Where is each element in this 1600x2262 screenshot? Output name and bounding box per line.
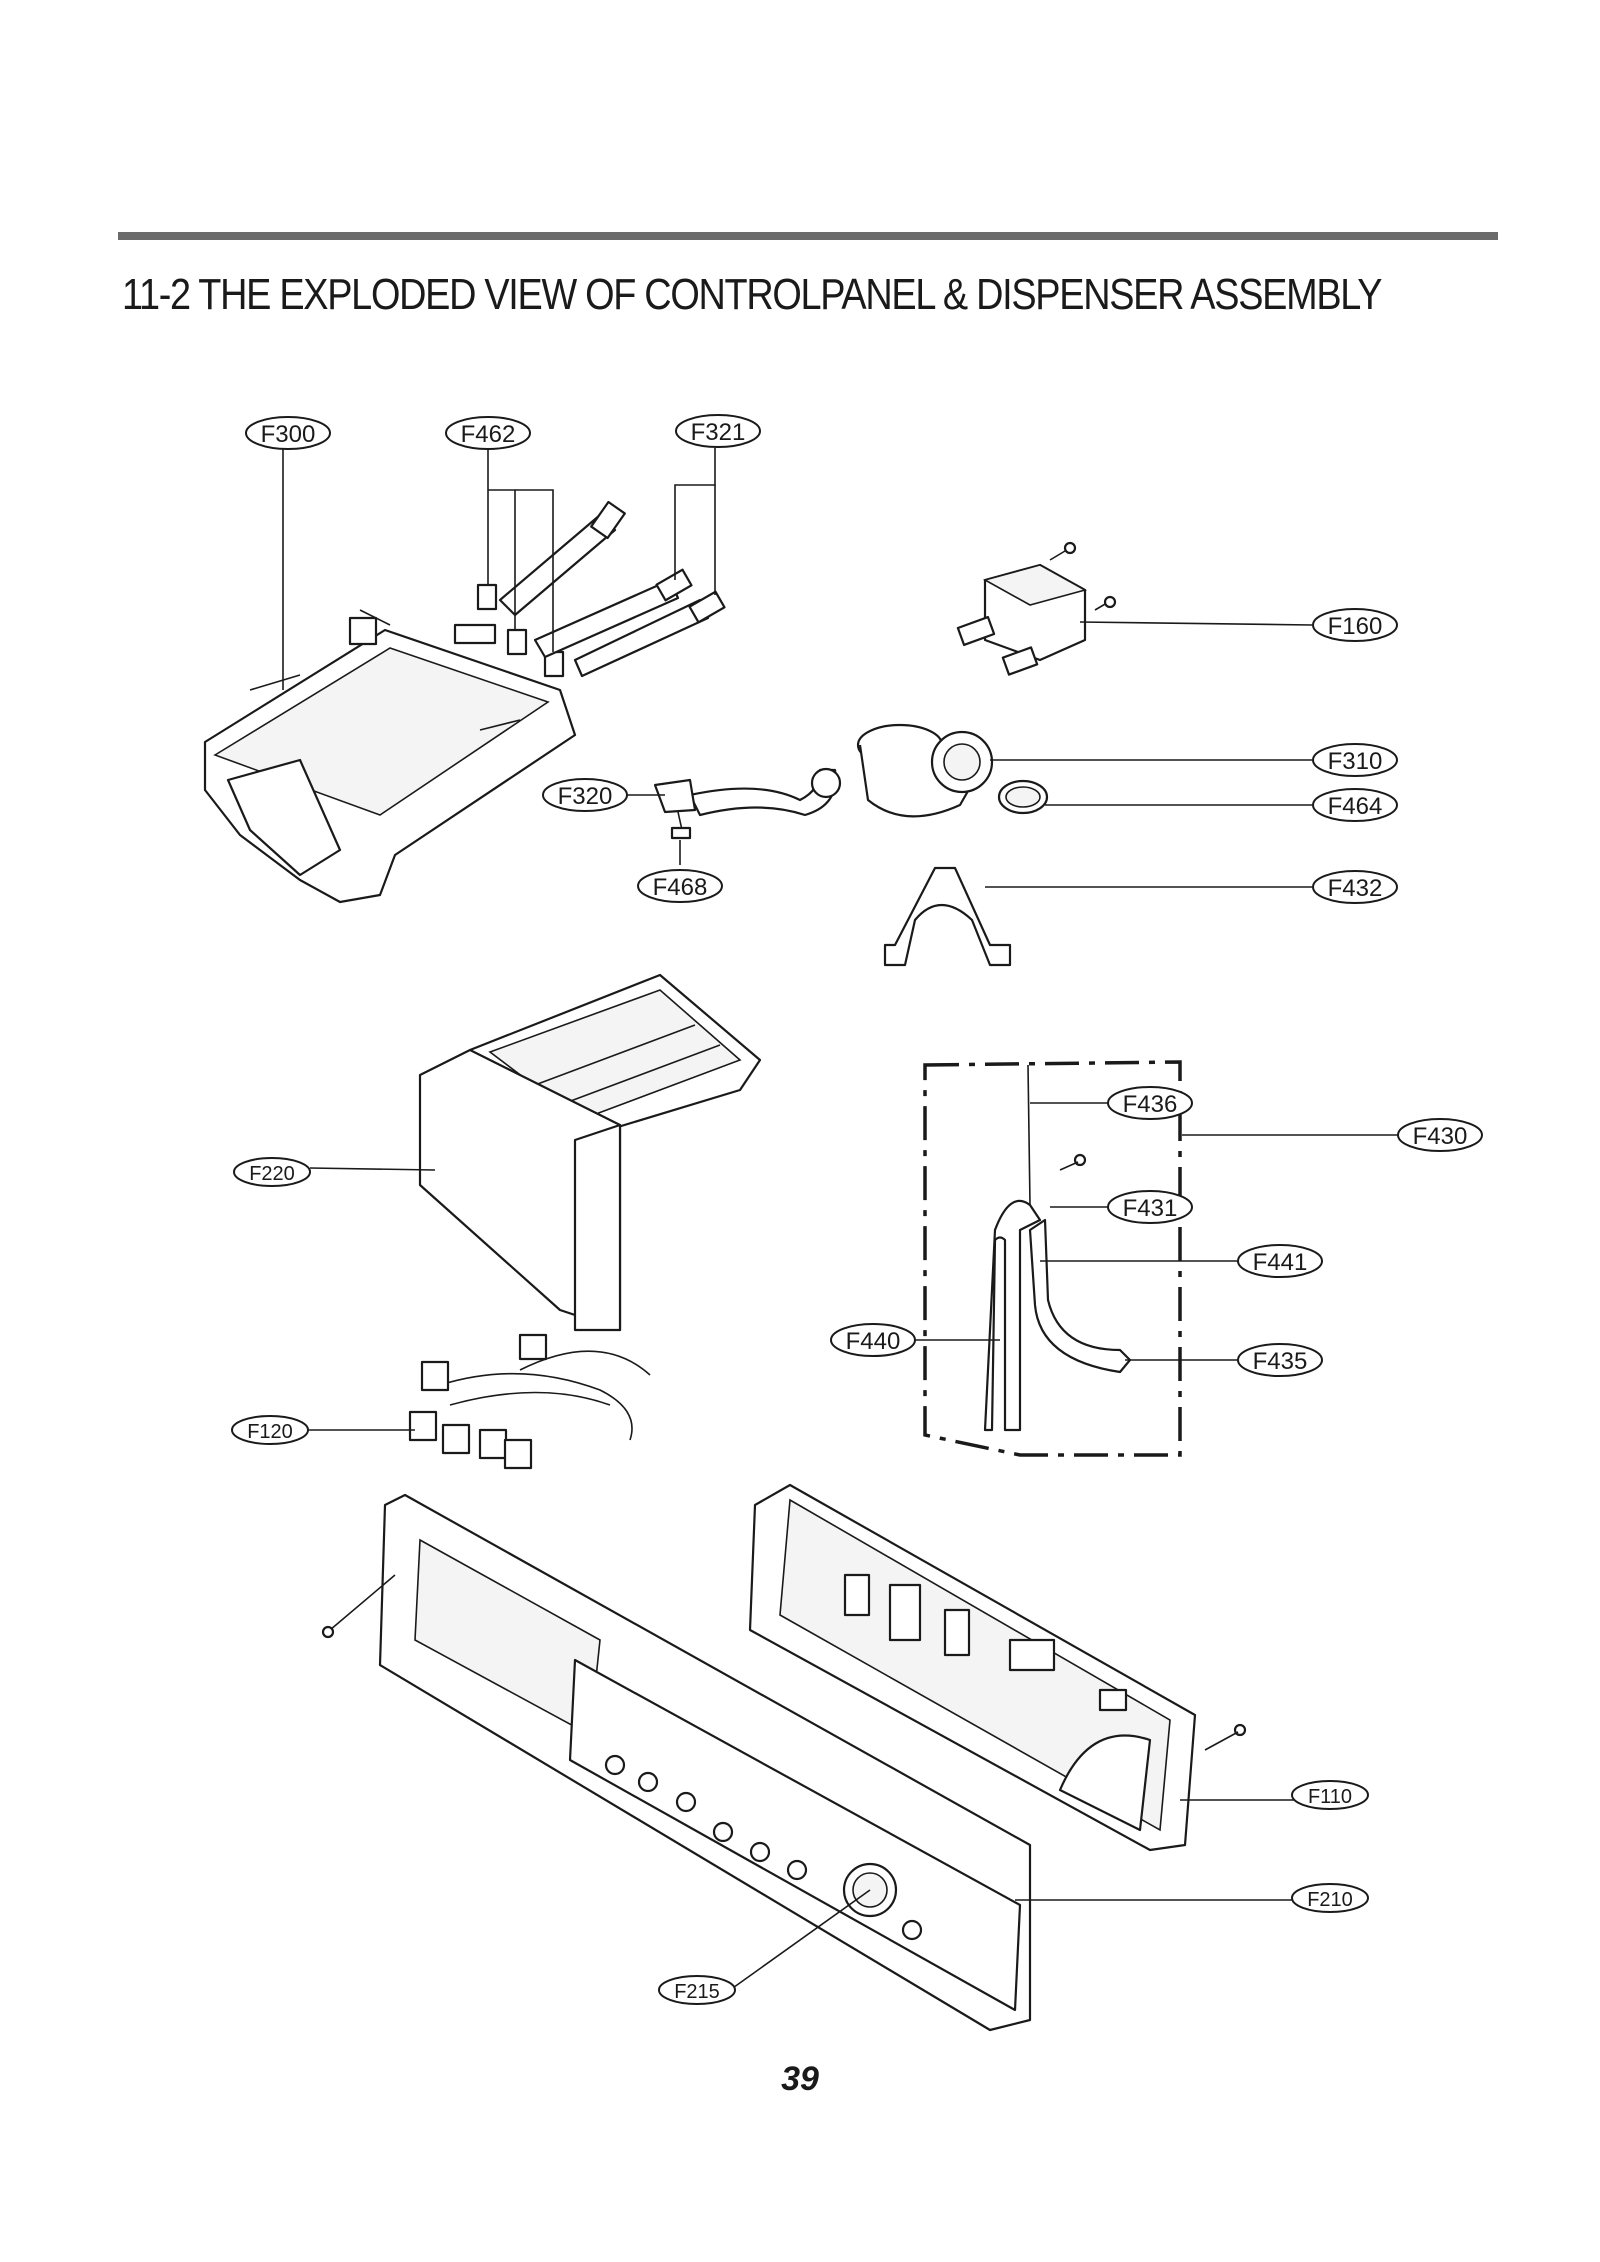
callout-F440: F440: [830, 1323, 916, 1357]
control-pcb-drawing: [748, 1483, 1247, 1852]
callout-F160: F160: [1312, 608, 1398, 642]
callout-F210: F210: [1291, 1883, 1369, 1913]
callout-F435: F435: [1237, 1343, 1323, 1377]
page-number: 39: [781, 2060, 819, 2098]
callout-F462: F462: [445, 416, 531, 450]
control-panel-drawing: [321, 1493, 1032, 2032]
hose-hanger-drawing: [883, 866, 1012, 967]
callout-F436: F436: [1107, 1086, 1193, 1120]
callout-F215: F215: [658, 1975, 736, 2005]
callout-F468: F468: [637, 869, 723, 903]
leader-lines: [282, 448, 1400, 1991]
callout-label: F110: [1308, 1786, 1352, 1808]
callout-label: F468: [653, 874, 708, 901]
callout-label: F160: [1328, 613, 1383, 640]
callout-F110: F110: [1291, 1780, 1369, 1810]
drain-hose-drawing: [983, 1064, 1132, 1432]
callout-F430: F430: [1397, 1118, 1483, 1152]
callout-F321: F321: [675, 414, 761, 448]
callout-label: F430: [1413, 1123, 1468, 1150]
dispenser-drawer-drawing: [418, 973, 762, 1332]
page-title: 11-2 THE EXPLODED VIEW OF CONTROLPANEL &…: [122, 270, 1382, 319]
drain-assembly-frame: [923, 1060, 1182, 1457]
hose-clamps-drawing: [453, 583, 565, 678]
callout-label: F440: [846, 1328, 901, 1355]
clamp-ring-drawing: [997, 779, 1049, 815]
water-valve-drawing: [956, 541, 1117, 676]
dispenser-hose-drawing: [653, 767, 842, 840]
dispenser-housing-drawing: [203, 609, 577, 904]
header-rule: [118, 232, 1498, 240]
callout-label: F321: [691, 419, 746, 446]
callout-label: F320: [558, 783, 613, 810]
callout-F320: F320: [542, 778, 628, 812]
callout-label: F300: [261, 421, 316, 448]
callout-label: F462: [461, 421, 516, 448]
bellows-drawing: [856, 723, 994, 818]
callout-label: F441: [1253, 1249, 1308, 1276]
callout-label: F310: [1328, 748, 1383, 775]
callout-F310: F310: [1312, 743, 1398, 777]
callout-label: F436: [1123, 1091, 1178, 1118]
wire-harness-drawing: [408, 1333, 651, 1470]
callout-F120: F120: [231, 1415, 309, 1445]
callout-label: F464: [1328, 793, 1383, 820]
callout-label: F432: [1328, 875, 1383, 902]
callout-F300: F300: [245, 416, 331, 450]
callout-F220: F220: [233, 1157, 311, 1187]
inlet-hoses-drawing: [498, 500, 726, 678]
callout-F464: F464: [1312, 788, 1398, 822]
callout-label: F435: [1253, 1348, 1308, 1375]
callout-F431: F431: [1107, 1190, 1193, 1224]
callout-label: F215: [674, 1981, 720, 2003]
callout-label: F431: [1123, 1195, 1178, 1222]
callout-label: F120: [247, 1421, 293, 1443]
callout-label: F210: [1307, 1889, 1353, 1911]
callout-F441: F441: [1237, 1244, 1323, 1278]
callout-F432: F432: [1312, 870, 1398, 904]
callout-label: F220: [249, 1163, 295, 1185]
